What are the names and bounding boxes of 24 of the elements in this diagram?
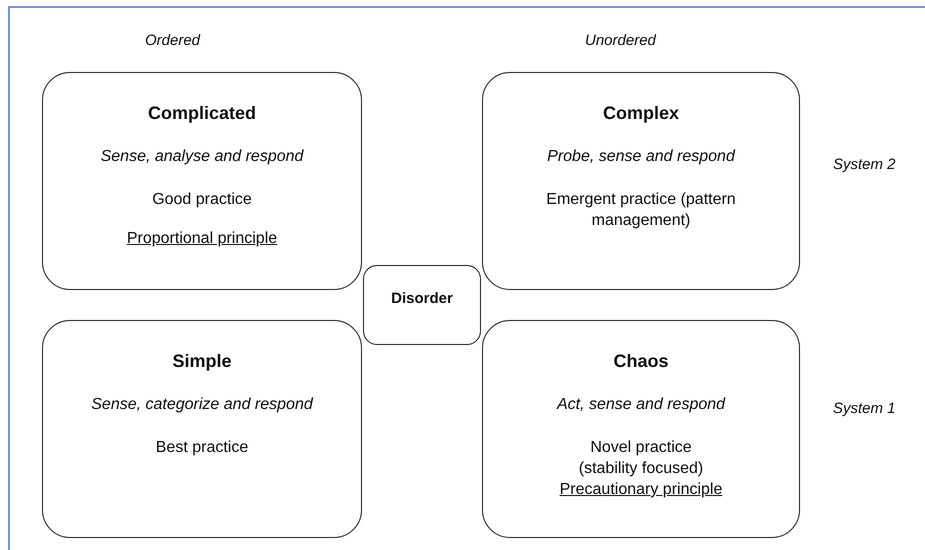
- domain-title: Simple: [172, 351, 232, 372]
- principle-text: Precautionary principle: [560, 480, 722, 500]
- domain-approach: Act, sense and respond: [556, 395, 726, 415]
- column-heading: Ordered: [145, 32, 200, 49]
- row-label: System 1: [833, 400, 896, 417]
- domain-approach: Probe, sense and respond: [547, 147, 735, 167]
- domain-title: Disorder: [391, 289, 453, 309]
- domain-box: [482, 72, 800, 290]
- principle-text: Proportional principle: [126, 229, 278, 249]
- domain-box: [482, 320, 800, 538]
- domain-title: Complicated: [148, 103, 256, 124]
- practice-text: Best practice: [156, 438, 248, 458]
- practice-text: Novel practice (stability focused): [578, 438, 704, 479]
- domain-title: Complex: [602, 103, 680, 124]
- domain-title: Chaos: [613, 351, 668, 372]
- row-label: System 2: [833, 156, 896, 173]
- domain-approach: Sense, analyse and respond: [100, 147, 304, 167]
- domain-box: [363, 265, 481, 345]
- column-heading: Unordered: [585, 32, 656, 49]
- domain-box: [42, 72, 362, 290]
- practice-text: Emergent practice (pattern management): [546, 190, 736, 231]
- domain-approach: Sense, categorize and respond: [91, 395, 313, 415]
- practice-text: Good practice: [152, 190, 252, 210]
- domain-box: [42, 320, 362, 538]
